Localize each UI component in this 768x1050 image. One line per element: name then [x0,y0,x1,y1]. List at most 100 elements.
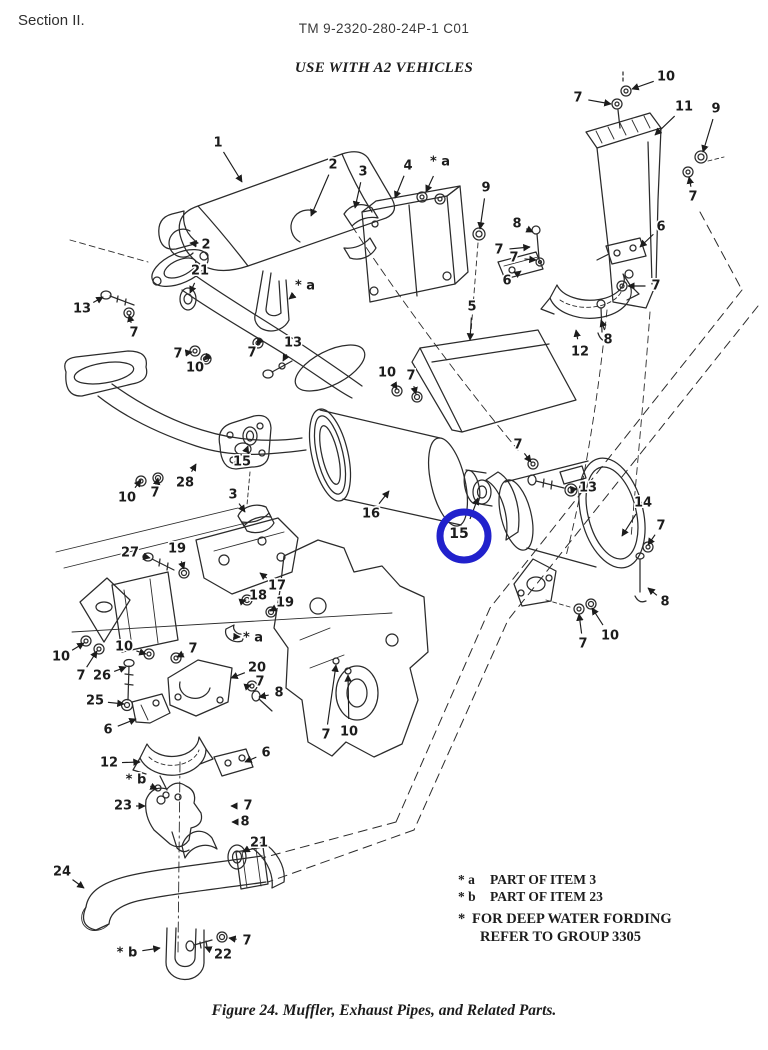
leader-line [390,381,398,390]
callout-a: * a [295,279,315,294]
callout-10: 10 [340,725,358,740]
leader-line [394,175,405,199]
leader-line [189,240,198,248]
callout-2: 2 [201,238,210,253]
leader-line [203,352,212,361]
leader-line [513,270,522,278]
leader-line [127,314,135,324]
leader-line [701,118,714,153]
leader-line [282,353,290,362]
callout-12: 12 [100,756,118,771]
leader-line [378,490,390,505]
leader-line [523,452,532,463]
callout-9: 9 [481,181,490,196]
section-heading: Section II. [18,12,85,29]
leader-line [310,174,330,217]
callout-15-highlighted: 15 [449,526,468,542]
leader-line [326,664,339,725]
callout-12: 12 [571,345,589,360]
figure-caption: Figure 24. Muffler, Exhaust Pipes, and R… [211,1002,557,1019]
callout-6: 6 [656,220,665,235]
callout-25: 25 [86,694,104,709]
front-exhaust-pipe-parts [64,239,366,534]
leader-line [86,650,98,668]
muffler-part [308,385,520,541]
leader-line [133,479,142,489]
leader-line [230,672,246,680]
callout-a: * a [243,631,263,646]
callout-7: 7 [509,251,518,266]
leader-line [184,349,193,357]
callout-28: 28 [176,476,194,491]
note-part-of-item-3: * a PART OF ITEM 3 [458,872,597,887]
callout-10: 10 [115,640,133,655]
callout-11: 11 [675,100,693,115]
callout-7: 7 [243,799,252,814]
leader-line [107,699,125,708]
leader-line [228,935,237,943]
leader-line [121,758,141,766]
leader-line [204,946,213,954]
callout-15: 15 [233,455,251,470]
leader-line [242,845,251,853]
leader-line [71,642,85,651]
callout-10: 10 [186,361,204,376]
callout-7: 7 [573,91,582,106]
tm-number: TM 9-2320-280-24P-1 C01 [298,21,470,36]
callout-10: 10 [657,70,675,85]
callout-21: 21 [250,836,268,851]
callout-13: 13 [73,302,91,317]
callout-7: 7 [255,675,264,690]
callout-7: 7 [76,669,85,684]
highlight-circle-item-15 [436,508,492,564]
leader-line [686,176,694,187]
leader-line [631,80,654,91]
callout-6: 6 [261,746,270,761]
leader-line [142,945,161,953]
leader-line [113,665,127,673]
upper-bracket-part [361,185,469,303]
callout-21: 21 [191,264,209,279]
callout-10: 10 [601,629,619,644]
leader-line [352,182,362,209]
callout-7: 7 [513,438,522,453]
callout-8: 8 [512,217,521,232]
callout-24: 24 [53,865,71,880]
leader-line [72,879,85,889]
callout-17: 17 [268,579,286,594]
leader-line [647,534,656,546]
leader-line [256,337,264,346]
callout-7: 7 [247,346,256,361]
callout-10: 10 [118,491,136,506]
callout-3: 3 [358,165,367,180]
callout-b: * b [126,773,147,788]
callout-7: 7 [656,519,665,534]
leader-line [591,607,604,626]
callout-8: 8 [274,686,283,701]
callout-2: 2 [328,158,337,173]
engine-casting-outline [273,539,429,758]
leader-line [117,717,137,727]
callout-10: 10 [52,650,70,665]
callout-18: 18 [249,589,267,604]
leader-line [223,151,243,183]
callout-7: 7 [242,934,251,949]
leader-line [639,233,654,248]
leader-line [425,175,434,193]
callout-a: * a [430,155,450,170]
leader-line [466,317,475,341]
leader-line [576,613,584,634]
callout-9: 9 [711,102,720,117]
callout-7: 7 [688,190,697,205]
leader-line [93,296,104,304]
callout-19: 19 [276,596,294,611]
callout-3: 3 [228,488,237,503]
leader-line [136,648,147,656]
leader-line [242,445,250,454]
callout-20: 20 [248,661,266,676]
leader-line [153,477,161,486]
callout-19: 19 [168,542,186,557]
leader-line [621,513,637,537]
clip-parts [168,209,317,258]
